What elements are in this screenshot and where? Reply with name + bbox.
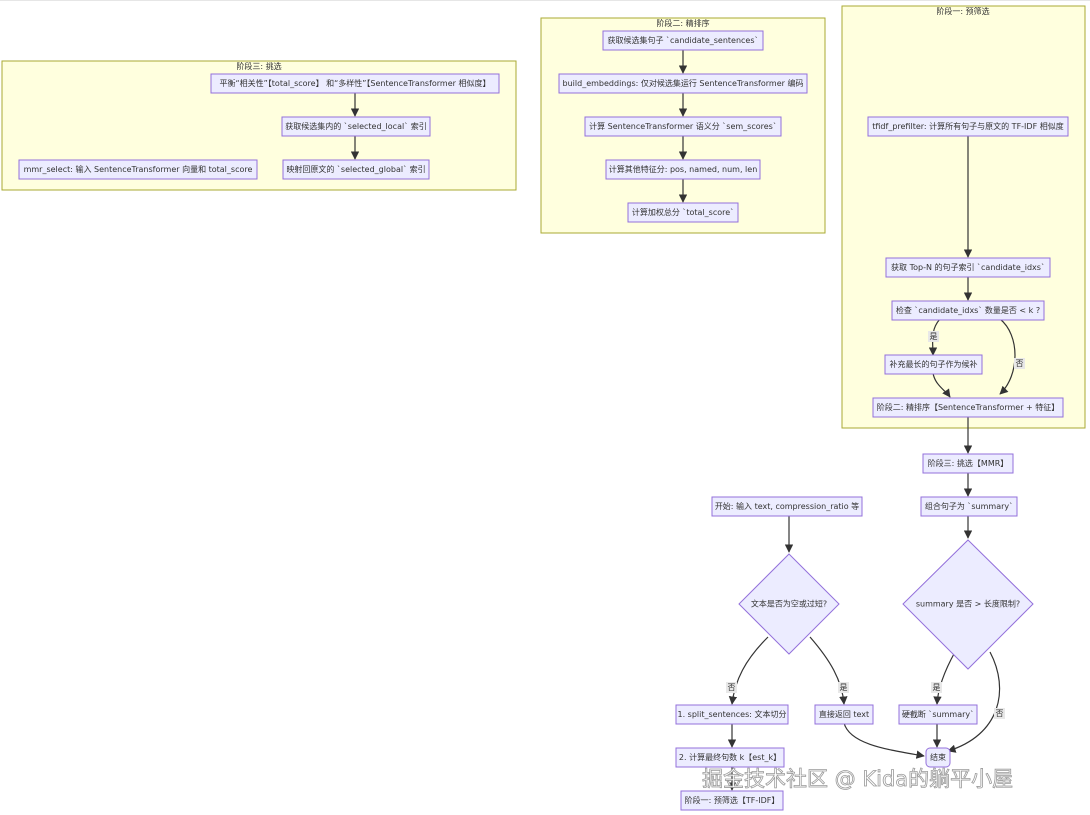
node-check-count[interactable]: 检查 `candidate_idxs` 数量是否 < k ?	[891, 300, 1045, 321]
node-get-candidates[interactable]: 获取候选集句子 `candidate_sentences`	[602, 30, 764, 51]
edge-label-check-no: 否	[1014, 358, 1025, 369]
edge-labels: 是 否 否 是 是 否	[726, 331, 1025, 719]
svg-text:是: 是	[840, 683, 848, 692]
svg-text:硬截断 `summary`: 硬截断 `summary`	[902, 709, 974, 719]
edge-label-len-no: 否	[994, 708, 1005, 719]
node-return-text[interactable]: 直接返回 text	[814, 704, 874, 725]
top-divider	[0, 0, 1090, 1]
edge-label-check-yes: 是	[928, 331, 939, 342]
node-sem-scores[interactable]: 计算 SentenceTransformer 语义分 `sem_scores`	[584, 116, 782, 137]
svg-text:检查 `candidate_idxs` 数量是否 < k ?: 检查 `candidate_idxs` 数量是否 < k ?	[896, 305, 1040, 315]
node-text-check[interactable]: 文本是否为空或过短?	[738, 553, 840, 655]
svg-text:2. 计算最终句数 k【est_k】: 2. 计算最终句数 k【est_k】	[679, 752, 781, 762]
svg-text:否: 否	[1016, 359, 1024, 368]
node-start[interactable]: 开始: 输入 text, compression_ratio 等	[711, 496, 863, 517]
node-est-k[interactable]: 2. 计算最终句数 k【est_k】	[675, 747, 785, 768]
svg-text:计算加权总分 `total_score`: 计算加权总分 `total_score`	[632, 207, 734, 217]
svg-text:否: 否	[996, 709, 1004, 718]
svg-text:映射回原文的 `selected_global` 索引: 映射回原文的 `selected_global` 索引	[286, 164, 425, 174]
node-to-stage2[interactable]: 阶段二: 精排序【SentenceTransformer + 特征】	[872, 397, 1064, 418]
svg-text:summary 是否 > 长度限制?: summary 是否 > 长度限制?	[916, 599, 1020, 609]
svg-text:阶段一: 预筛选【TF-IDF】: 阶段一: 预筛选【TF-IDF】	[685, 795, 780, 805]
cluster-prefilter-title: 阶段一: 预筛选	[936, 6, 989, 16]
svg-text:结束: 结束	[930, 752, 946, 762]
edge-text-yes	[809, 636, 848, 705]
svg-text:build_embeddings: 仅对候选集运行 Sent: build_embeddings: 仅对候选集运行 SentenceTransf…	[563, 78, 804, 88]
svg-text:获取 Top-N 的句子索引 `candidate_idxs: 获取 Top-N 的句子索引 `candidate_idxs`	[891, 262, 1045, 272]
svg-text:直接返回 text: 直接返回 text	[819, 709, 869, 719]
node-get-topn[interactable]: 获取 Top-N 的句子索引 `candidate_idxs`	[885, 257, 1051, 278]
node-truncate[interactable]: 硬截断 `summary`	[898, 704, 978, 725]
edge-label-text-no: 否	[726, 682, 737, 693]
node-length-check[interactable]: summary 是否 > 长度限制?	[902, 539, 1034, 670]
edge-check-no	[999, 318, 1016, 395]
edge-fill-to-stage2	[932, 372, 951, 398]
edge-len-yes	[933, 651, 956, 705]
svg-text:1. split_sentences: 文本切分: 1. split_sentences: 文本切分	[677, 709, 786, 719]
svg-text:平衡“相关性”【total_score】 和“多样性”【Se: 平衡“相关性”【total_score】 和“多样性”【SentenceTran…	[220, 78, 491, 88]
edge-len-no	[947, 651, 1001, 753]
svg-text:是: 是	[930, 332, 938, 341]
edge-return-to-end	[843, 722, 925, 759]
svg-text:阶段二: 精排序【SentenceTransformer +: 阶段二: 精排序【SentenceTransformer + 特征】	[877, 402, 1060, 412]
edge-label-text-yes: 是	[838, 682, 849, 693]
node-tfidf-prefilter[interactable]: tfidf_prefilter: 计算所有句子与原文的 TF-IDF 相似度	[867, 116, 1069, 137]
svg-text:tfidf_prefilter: 计算所有句子与原文的 TF: tfidf_prefilter: 计算所有句子与原文的 TF-IDF 相似度	[872, 121, 1063, 131]
node-split-sentences[interactable]: 1. split_sentences: 文本切分	[675, 704, 789, 725]
svg-text:组合句子为 `summary`: 组合句子为 `summary`	[925, 501, 1013, 511]
node-to-stage3[interactable]: 阶段三: 挑选【MMR】	[922, 453, 1014, 474]
svg-text:补充最长的句子作为候补: 补充最长的句子作为候补	[890, 359, 978, 369]
node-total-score[interactable]: 计算加权总分 `total_score`	[627, 202, 739, 223]
svg-text:计算 SentenceTransformer 语义分 `se: 计算 SentenceTransformer 语义分 `sem_scores`	[589, 121, 777, 131]
cluster-rerank-title: 阶段二: 精排序	[656, 18, 709, 28]
node-combine[interactable]: 组合句子为 `summary`	[920, 496, 1018, 517]
node-other-features[interactable]: 计算其他特征分: pos, named, num, len	[605, 159, 761, 180]
watermark-text: 掘金技术社区 @ Kida的躺平小屋	[702, 767, 1013, 791]
svg-text:获取候选集内的 `selected_local` 索引: 获取候选集内的 `selected_local` 索引	[285, 121, 427, 131]
node-end[interactable]: 结束	[925, 747, 951, 768]
node-fill-longest[interactable]: 补充最长的句子作为候补	[884, 354, 983, 375]
svg-text:否: 否	[728, 683, 736, 692]
svg-text:mmr_select: 输入 SentenceTransfo: mmr_select: 输入 SentenceTransformer 向量和 t…	[24, 164, 253, 174]
node-mmr-select[interactable]: mmr_select: 输入 SentenceTransformer 向量和 t…	[18, 159, 258, 180]
edges	[350, 49, 1016, 791]
svg-text:是: 是	[933, 683, 941, 692]
svg-text:文本是否为空或过短?: 文本是否为空或过短?	[751, 599, 827, 609]
node-balance[interactable]: 平衡“相关性”【total_score】 和“多样性”【SentenceTran…	[210, 73, 500, 94]
svg-text:计算其他特征分: pos, named, num, len: 计算其他特征分: pos, named, num, len	[609, 164, 758, 174]
cluster-select-title: 阶段三: 挑选	[236, 61, 281, 71]
node-selected-global[interactable]: 映射回原文的 `selected_global` 索引	[282, 159, 430, 180]
svg-text:开始: 输入 text, compression_ratio: 开始: 输入 text, compression_ratio 等	[715, 501, 859, 511]
node-selected-local[interactable]: 获取候选集内的 `selected_local` 索引	[281, 116, 431, 137]
node-build-embeddings[interactable]: build_embeddings: 仅对候选集运行 SentenceTransf…	[558, 73, 808, 94]
edge-text-no	[728, 636, 769, 705]
edge-label-len-yes: 是	[931, 682, 942, 693]
node-to-stage1[interactable]: 阶段一: 预筛选【TF-IDF】	[680, 790, 784, 811]
svg-text:阶段三: 挑选【MMR】: 阶段三: 挑选【MMR】	[928, 458, 1009, 468]
svg-text:获取候选集句子 `candidate_sentences`: 获取候选集句子 `candidate_sentences`	[607, 35, 758, 45]
